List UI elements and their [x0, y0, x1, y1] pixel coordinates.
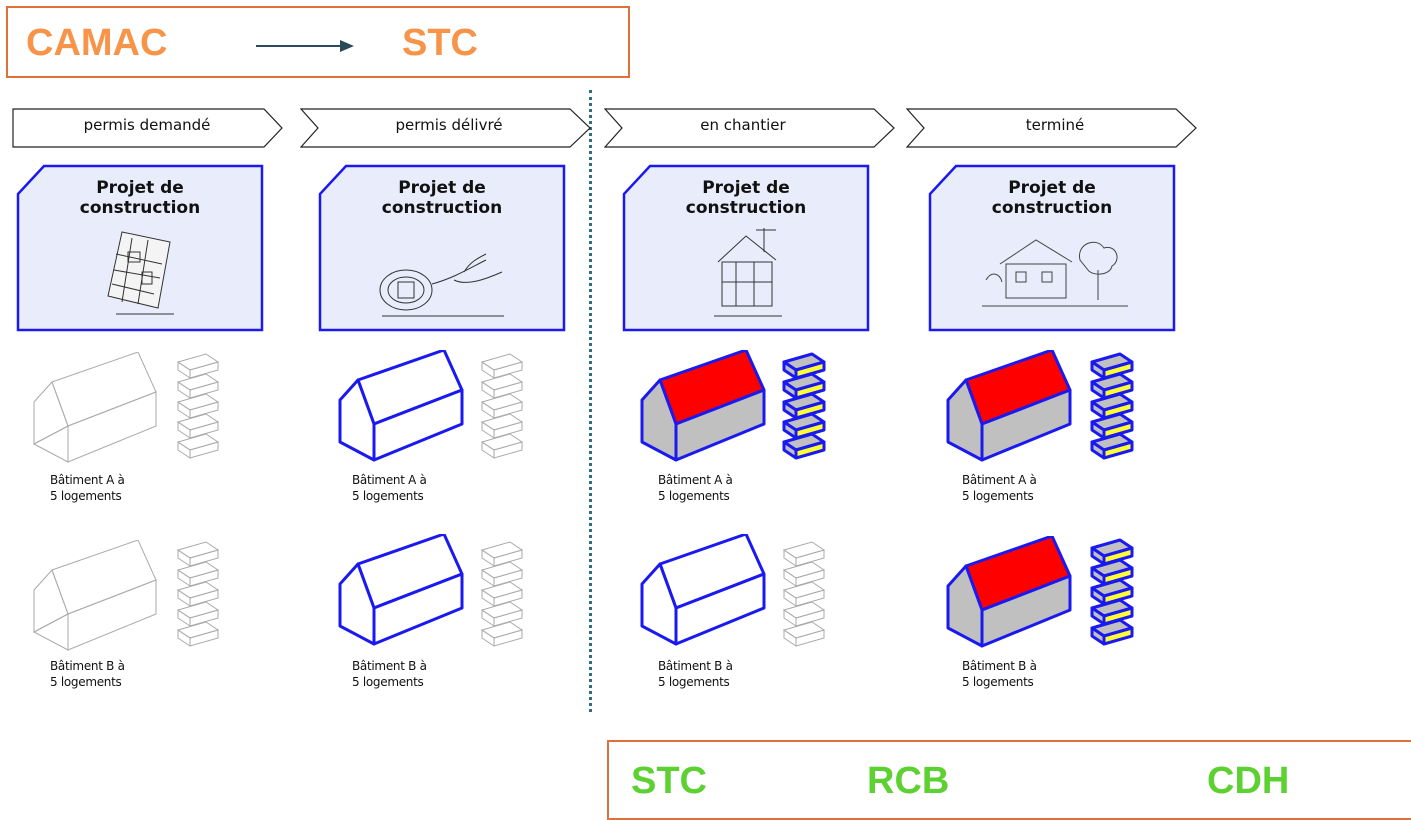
stage-chevron: [906, 108, 1197, 148]
card-title-line1: Projet de: [398, 178, 486, 198]
building-b-graphic: [32, 540, 220, 651]
building-a-units: 5 logements: [962, 489, 1034, 503]
card-title-line2: construction: [79, 198, 201, 218]
card-title-line1: Projet de: [1008, 178, 1096, 198]
finished-house-sketch-icon: [982, 239, 1128, 307]
stage-en-chantier: en chantier Projet de construction: [604, 100, 908, 820]
footer-label-stc: STC: [631, 760, 707, 802]
building-b-name: Bâtiment B à: [658, 659, 733, 673]
source-label: CAMAC: [26, 22, 168, 64]
plan-sketch-icon: [107, 231, 174, 315]
project-card: Projet de construction: [928, 164, 1176, 337]
building-a-graphic: [32, 352, 220, 463]
building-b-name: Bâtiment B à: [352, 659, 427, 673]
stage-chevron: [12, 108, 283, 148]
building-b-name: Bâtiment B à: [962, 659, 1037, 673]
building-a-graphic: [338, 350, 524, 462]
card-title-line2: construction: [991, 198, 1113, 218]
building-a-name: Bâtiment A à: [962, 473, 1037, 487]
building-b-name: Bâtiment B à: [50, 659, 125, 673]
building-b-graphic: [338, 534, 524, 647]
building-b-units: 5 logements: [352, 675, 424, 689]
stage-termine: terminé Projet de construction: [906, 100, 1210, 820]
project-card: Projet de construction: [622, 164, 870, 337]
footer-box: STC RCB CDH: [607, 740, 1411, 820]
card-title-line2: construction: [381, 198, 503, 218]
building-b-graphic: [640, 534, 826, 647]
building-b-units: 5 logements: [50, 675, 122, 689]
card-title-line1: Projet de: [96, 178, 184, 198]
stage-chevron: [604, 108, 895, 148]
stage-label: en chantier: [700, 116, 786, 134]
stage-label: terminé: [1025, 116, 1085, 134]
building-a-name: Bâtiment A à: [50, 473, 125, 487]
card-title-line2: construction: [685, 198, 807, 218]
footer-label-rcb: RCB: [867, 760, 950, 802]
building-a-graphic: [640, 350, 826, 462]
building-a-graphic: [946, 350, 1134, 462]
construction-sketch-icon: [714, 228, 782, 317]
building-a-name: Bâtiment A à: [352, 473, 427, 487]
building-b-units: 5 logements: [658, 675, 730, 689]
building-a-units: 5 logements: [352, 489, 424, 503]
stage-permis-demande: permis demandé Projet de construction: [12, 100, 316, 820]
header-box: CAMAC STC: [6, 6, 630, 78]
card-title-line1: Projet de: [702, 178, 790, 198]
building-a-units: 5 logements: [658, 489, 730, 503]
building-a-name: Bâtiment A à: [658, 473, 733, 487]
building-a-units: 5 logements: [50, 489, 122, 503]
stage-label: permis délivré: [395, 116, 503, 134]
stage-permis-delivre: permis délivré Projet de construction: [300, 100, 604, 820]
stage-label: permis demandé: [83, 116, 211, 134]
building-b-graphic: [946, 536, 1134, 648]
building-b-units: 5 logements: [962, 675, 1034, 689]
stage-chevron: [300, 108, 591, 148]
project-card: Projet de construction: [318, 164, 566, 337]
target-label: STC: [402, 22, 478, 64]
project-card: Projet de construction: [16, 164, 264, 337]
phase-divider: [589, 90, 592, 712]
footer-label-cdh: CDH: [1207, 760, 1290, 802]
arrow-right-icon: [256, 40, 354, 52]
permit-seal-sketch-icon: [379, 253, 504, 317]
